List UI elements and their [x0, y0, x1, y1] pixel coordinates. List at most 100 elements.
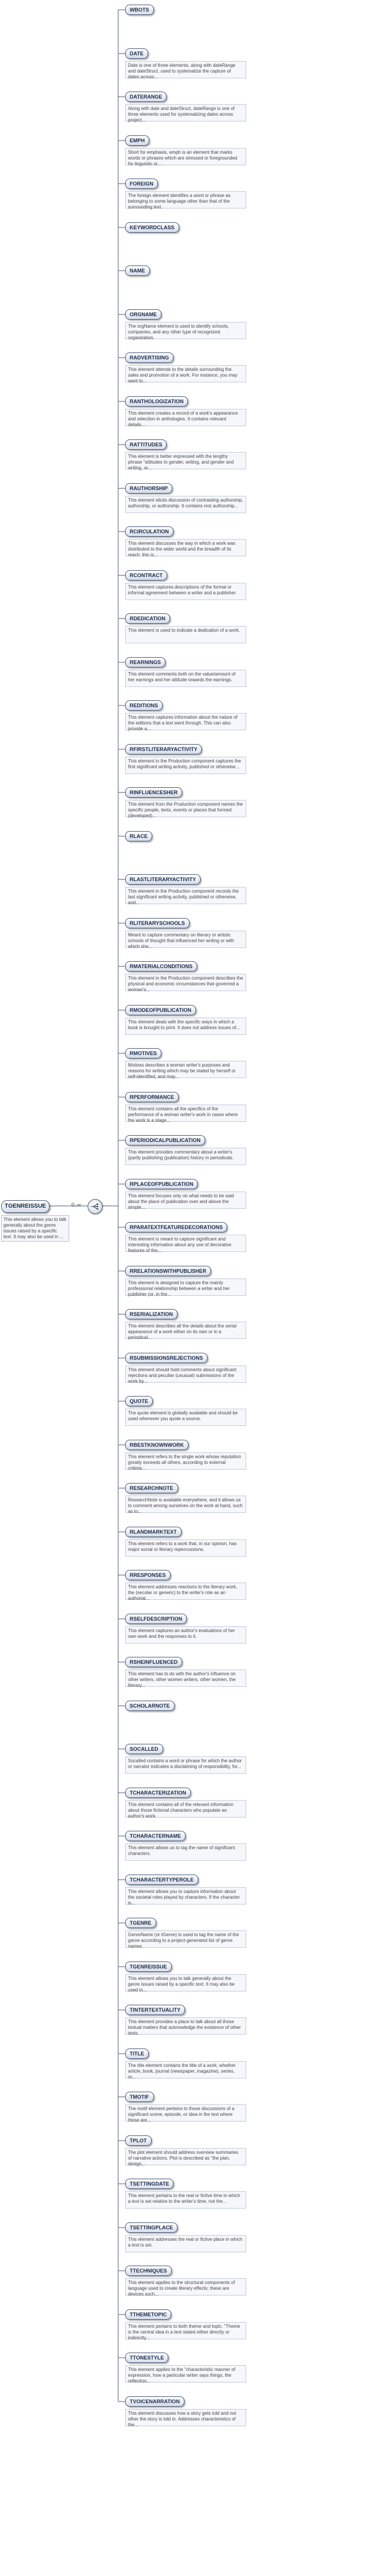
- element-box-rfirstliteraryactivity[interactable]: RFIRSTLITERARYACTIVITY: [125, 744, 202, 754]
- element-box-tgenreissue[interactable]: TGENREISSUE: [125, 1962, 172, 1972]
- element-box-socalled[interactable]: SOCALLED: [125, 1744, 163, 1754]
- element-documentation: This element provides commentary about a…: [125, 1148, 246, 1165]
- element-box-reditions[interactable]: REDITIONS: [125, 700, 163, 711]
- element-documentation: This element applies to the structural c…: [125, 2278, 246, 2297]
- element-box-rselfdescription[interactable]: RSELFDESCRIPTION: [125, 1614, 187, 1624]
- element-documentation: This element has to do with the author's…: [125, 1670, 246, 1688]
- element-box-rplaceofpublication[interactable]: RPLACEOFPUBLICATION: [125, 1179, 198, 1189]
- element-documentation: This element applies to the "characteris…: [125, 2365, 246, 2384]
- element-box-rearnings[interactable]: REARNINGS: [125, 657, 166, 667]
- element-box-rinfluencesher[interactable]: RINFLUENCESHER: [125, 787, 183, 798]
- element-documentation: The quote element is globally available …: [125, 1409, 246, 1426]
- element-documentation: This element captures an author's evalua…: [125, 1626, 246, 1644]
- choice-compositor[interactable]: [88, 1199, 103, 1214]
- element-box-date[interactable]: DATE: [125, 48, 148, 59]
- element-box-tvoicenarration[interactable]: TVOICENARRATION: [125, 2396, 184, 2407]
- element-box-rserialization[interactable]: RSERIALIZATION: [125, 1309, 178, 1319]
- element-documentation: This element from the Production compone…: [125, 800, 246, 818]
- element-box-emph[interactable]: EMPH: [125, 135, 150, 146]
- element-documentation: Short for emphasis, emph is an element t…: [125, 148, 246, 166]
- element-box-rattitudes[interactable]: RATTITUDES: [125, 439, 167, 450]
- root-element-box[interactable]: TGENREISSUE: [1, 1200, 50, 1213]
- element-documentation: This element captures descriptions of th…: [125, 583, 246, 600]
- element-box-tsettingdate[interactable]: TSETTINGDATE: [125, 2179, 174, 2189]
- element-box-title[interactable]: TITLE: [125, 2048, 149, 2059]
- element-documentation: This element in the Production component…: [125, 974, 246, 992]
- element-documentation: This element is used to indicate a dedic…: [125, 626, 246, 643]
- element-box-rmodeofpublication[interactable]: RMODEOFPUBLICATION: [125, 1005, 196, 1015]
- element-box-ranthologization[interactable]: RANTHOLOGIZATION: [125, 396, 188, 407]
- element-box-rsubmissionsrejections[interactable]: RSUBMISSIONSREJECTIONS: [125, 1353, 208, 1363]
- element-box-tcharactername[interactable]: TCHARACTERNAME: [125, 1831, 186, 1841]
- element-documentation: The orgName element is used to identify …: [125, 322, 246, 340]
- element-box-rparatextfeaturedecorations[interactable]: RPARATEXTFEATUREDECORATIONS: [125, 1222, 228, 1232]
- element-documentation: This element in the Production component…: [125, 887, 246, 905]
- element-box-tthemetopic[interactable]: TTHEMETOPIC: [125, 2309, 172, 2320]
- element-box-tsettingplace[interactable]: TSETTINGPLACE: [125, 2222, 178, 2233]
- element-box-keywordclass[interactable]: KEYWORDCLASS: [125, 222, 179, 233]
- element-box-daterange[interactable]: DATERANGE: [125, 92, 167, 102]
- element-box-ttonestyle[interactable]: TTONESTYLE: [125, 2353, 169, 2363]
- element-documentation: The plot element should address overview…: [125, 2148, 246, 2167]
- element-box-researchnote[interactable]: RESEARCHNOTE: [125, 1483, 178, 1493]
- element-box-radvertising[interactable]: RADVERTISING: [125, 352, 174, 363]
- occurrence-label: 0..∞: [71, 1202, 81, 1208]
- element-documentation: This element comments both on the value/…: [125, 670, 246, 687]
- element-documentation: This element contains all the specifics …: [125, 1105, 246, 1123]
- element-box-tgenre[interactable]: TGENRE: [125, 1918, 156, 1928]
- element-documentation: This element provides a place to talk ab…: [125, 2017, 246, 2036]
- element-box-quote[interactable]: QUOTE: [125, 1396, 153, 1406]
- element-box-foreign[interactable]: FOREIGN: [125, 179, 159, 189]
- element-box-rcirculation[interactable]: RCIRCULATION: [125, 526, 174, 537]
- element-box-rmotives[interactable]: RMOTIVES: [125, 1048, 162, 1059]
- element-documentation: This element addresses the real or ficti…: [125, 2235, 246, 2252]
- element-box-rlandmarktext[interactable]: RLANDMARKTEXT: [125, 1527, 182, 1537]
- element-box-rdedication[interactable]: RDEDICATION: [125, 613, 170, 624]
- element-box-tcharactertyperole[interactable]: TCHARACTERTYPEROLE: [125, 1875, 199, 1885]
- element-documentation: This element discusses the way in which …: [125, 539, 246, 557]
- element-box-orgname[interactable]: ORGNAME: [125, 309, 161, 320]
- element-box-rauthorship[interactable]: RAUTHORSHIP: [125, 483, 173, 494]
- element-documentation: This element refers to a work that, in o…: [125, 1539, 246, 1557]
- element-documentation: Socalled contains a word or phrase for w…: [125, 1756, 246, 1774]
- element-documentation: This element is better expressed with th…: [125, 452, 246, 471]
- element-box-rlace[interactable]: RLACE: [125, 831, 152, 841]
- element-documentation: This element elicits discussion of contr…: [125, 496, 246, 513]
- element-box-ttechniques[interactable]: TTECHNIQUES: [125, 2266, 172, 2276]
- element-box-scholarnote[interactable]: SCHOLARNOTE: [125, 1701, 175, 1711]
- element-box-rbestknownwork[interactable]: RBESTKNOWNWORK: [125, 1440, 188, 1450]
- element-box-name[interactable]: NAME: [125, 265, 150, 276]
- choice-icon: [91, 1203, 99, 1210]
- element-box-tmotif[interactable]: TMOTIF: [125, 2092, 154, 2102]
- element-documentation: The foreign element identifies a word or…: [125, 191, 246, 210]
- element-box-rmaterialconditions[interactable]: RMATERIALCONDITIONS: [125, 961, 197, 972]
- element-documentation: Motives describes a woman writer's purpo…: [125, 1061, 246, 1079]
- element-documentation: This element allows you to talk generall…: [125, 1974, 246, 1993]
- element-box-rperformance[interactable]: RPERFORMANCE: [125, 1092, 179, 1102]
- element-documentation: This element pertains to the real or fic…: [125, 2191, 246, 2209]
- element-documentation: This element creates a record of a work'…: [125, 409, 246, 427]
- element-box-rresponses[interactable]: RRESPONSES: [125, 1570, 171, 1580]
- element-box-rrelationswithpublisher[interactable]: RRELATIONSWITHPUBLISHER: [125, 1266, 211, 1276]
- element-box-tintertextuality[interactable]: TINTERTEXTUALITY: [125, 2005, 185, 2015]
- element-box-tcharacterization[interactable]: TCHARACTERIZATION: [125, 1788, 191, 1798]
- element-documentation: This element contains all of the relevan…: [125, 1800, 246, 1819]
- element-box-rsheinfluenced[interactable]: RSHEINFLUENCED: [125, 1657, 183, 1667]
- element-documentation: This element pertains to both theme and …: [125, 2322, 246, 2340]
- element-documentation: This element refers to the single work w…: [125, 1452, 246, 1471]
- element-documentation: This element should hold comments about …: [125, 1365, 246, 1384]
- element-box-wbots[interactable]: WBOTS: [125, 5, 154, 15]
- element-documentation: This element in the Production component…: [125, 757, 246, 774]
- element-box-tplot[interactable]: TPLOT: [125, 2135, 152, 2146]
- element-documentation: Meant to capture commentary on literary …: [125, 931, 246, 949]
- root-element-documentation: This element allows you to talk generall…: [1, 1215, 69, 1242]
- element-box-rlastliteraryactivity[interactable]: RLASTLITERARYACTIVITY: [125, 874, 201, 885]
- element-documentation: ResearchNote is available everywhere, an…: [125, 1496, 246, 1514]
- element-documentation: The title element contains the title of …: [125, 2061, 246, 2080]
- element-documentation: This element describes all the details a…: [125, 1322, 246, 1340]
- element-documentation: This element is designed to capture the …: [125, 1278, 246, 1297]
- element-documentation: This element discusses how a story gets …: [125, 2409, 246, 2427]
- element-box-rcontract[interactable]: RCONTRACT: [125, 570, 167, 581]
- element-box-rliteraryschools[interactable]: RLITERARYSCHOOLS: [125, 918, 190, 928]
- element-box-rperiodicalpublication[interactable]: RPERIODICALPUBLICATION: [125, 1135, 205, 1145]
